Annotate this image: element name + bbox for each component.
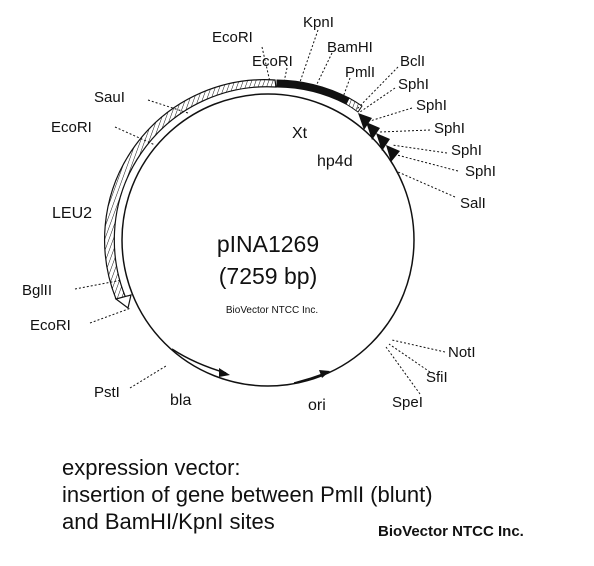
site-leader-lines — [74, 29, 459, 395]
site-noti: NotI — [448, 344, 476, 361]
feature-leu2: LEU2 — [52, 205, 92, 222]
site-bcli: BclI — [400, 53, 425, 70]
site-sphi-4: SphI — [451, 142, 482, 159]
site-sphi-2: SphI — [416, 97, 447, 114]
site-sali: SalI — [460, 195, 486, 212]
site-bamhi: BamHI — [327, 39, 373, 56]
site-sphi-3: SphI — [434, 120, 465, 137]
site-ecori-4: EcoRI — [30, 317, 71, 334]
caption-line-3: and BamHI/KpnI sites — [62, 509, 275, 534]
xt-hatched-segment — [345, 97, 363, 113]
site-sphi-1: SphI — [398, 76, 429, 93]
site-ecori-2: EcoRI — [252, 53, 293, 70]
site-ecori-3: EcoRI — [51, 119, 92, 136]
plasmid-size: (7259 bp) — [219, 263, 317, 289]
site-bglii: BglII — [22, 282, 52, 299]
plasmid-name: pINA1269 — [217, 231, 319, 257]
plasmid-map: EcoRI EcoRI KpnI BamHI PmlI BclI SphI Sp… — [22, 14, 496, 414]
feature-ori: ori — [308, 397, 326, 414]
plasmid-backbone — [121, 93, 415, 387]
bla-arrow — [171, 348, 230, 377]
site-saui: SauI — [94, 89, 125, 106]
caption: expression vector: insertion of gene bet… — [62, 454, 433, 535]
hp4d-arrows — [358, 113, 400, 162]
site-kpni: KpnI — [303, 14, 334, 31]
site-sphi-5: SphI — [465, 163, 496, 180]
ori-arrow — [293, 370, 330, 384]
feature-hp4d: hp4d — [317, 153, 353, 170]
leu2-gene-band — [103, 79, 277, 310]
site-ecori-1: EcoRI — [212, 29, 253, 46]
watermark-center: BioVector NTCC Inc. — [226, 305, 318, 316]
watermark-bottom: BioVector NTCC Inc. — [378, 523, 524, 540]
feature-bla: bla — [170, 392, 191, 409]
site-psti: PstI — [94, 384, 120, 401]
site-pmli: PmlI — [345, 64, 375, 81]
feature-xt: Xt — [292, 125, 308, 142]
site-spei: SpeI — [392, 394, 423, 411]
caption-line-2: insertion of gene between PmlI (blunt) — [62, 482, 433, 507]
site-sfii: SfiI — [426, 369, 448, 386]
caption-line-1: expression vector: — [62, 455, 241, 480]
